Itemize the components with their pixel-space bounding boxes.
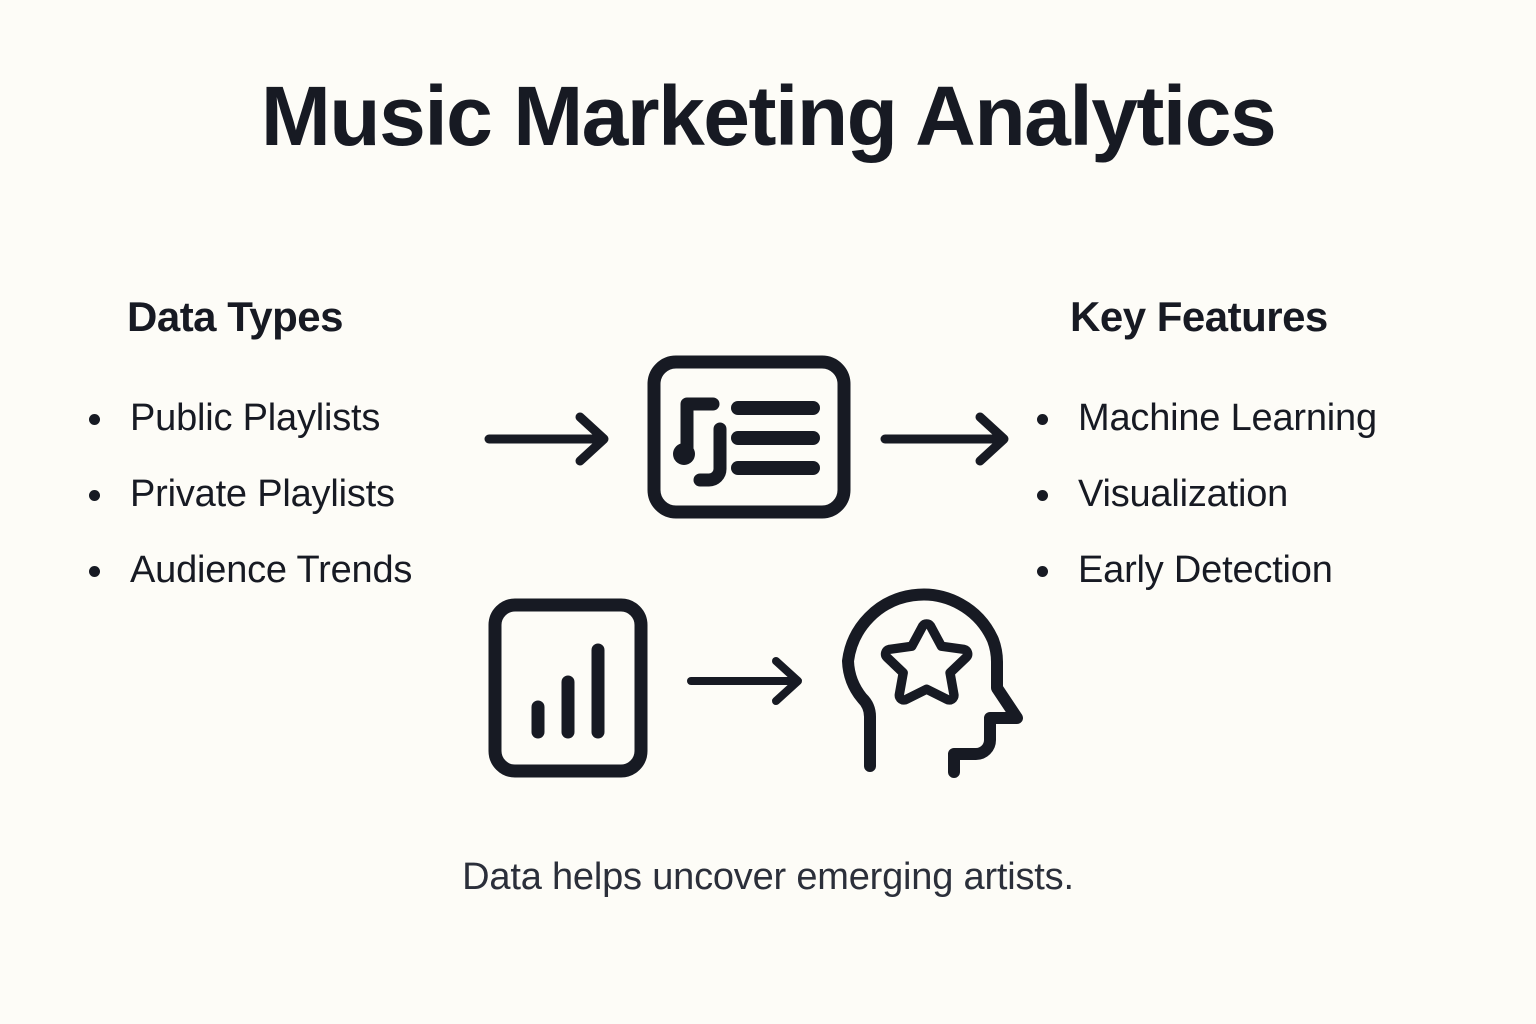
arrow-playlist-to-features-icon [880, 404, 1014, 474]
bar-chart-card-icon [486, 596, 650, 780]
arrow-data-to-playlist-icon [484, 404, 614, 474]
bullet-dot-icon [89, 490, 100, 501]
list-item-label: Private Playlists [130, 473, 395, 515]
list-item: Early Detection [1030, 542, 1377, 618]
left-column-list: Public Playlists Private Playlists Audie… [82, 390, 412, 618]
right-column-heading: Key Features [1070, 293, 1328, 340]
list-item: Public Playlists [82, 390, 412, 466]
bullet-dot-icon [1037, 566, 1048, 577]
list-item-label: Visualization [1078, 473, 1289, 515]
list-item-label: Machine Learning [1078, 397, 1377, 439]
list-item: Machine Learning [1030, 390, 1377, 466]
bullet-dot-icon [1037, 414, 1048, 425]
bullet-dot-icon [89, 414, 100, 425]
list-item: Audience Trends [82, 542, 412, 618]
list-item: Private Playlists [82, 466, 412, 542]
bullet-dot-icon [1037, 490, 1048, 501]
playlist-card-icon [645, 353, 853, 521]
list-item-label: Public Playlists [130, 397, 381, 439]
left-column-heading: Data Types [127, 293, 343, 340]
head-star-icon [830, 584, 1030, 784]
right-column-list: Machine Learning Visualization Early Det… [1030, 390, 1377, 618]
caption-text: Data helps uncover emerging artists. [462, 856, 1074, 898]
list-item-label: Audience Trends [130, 549, 413, 591]
list-item: Visualization [1030, 466, 1377, 542]
list-item-label: Early Detection [1078, 549, 1333, 591]
page-title: Music Marketing Analytics [260, 69, 1277, 163]
arrow-chart-to-head-icon [686, 648, 808, 714]
bullet-dot-icon [89, 566, 100, 577]
